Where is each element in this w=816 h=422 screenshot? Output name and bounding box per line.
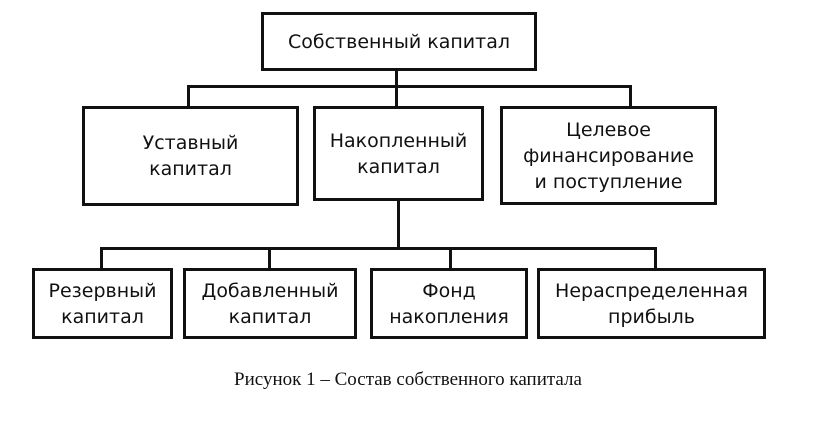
node-added-capital: Добавленный капитал [183,268,357,339]
connector-accumulated-down [397,200,400,249]
node-accumulation-fund: Фонд накопления [370,268,528,339]
node-label: Накопленный капитал [329,129,468,178]
connector-to-charter-capital [187,85,190,107]
connector-root-down [395,70,398,87]
node-label: Резервный капитал [48,279,157,328]
connector-level3-bus [100,247,657,250]
node-accumulated-capital: Накопленный капитал [313,106,484,201]
connector-to-retained-earnings [654,247,657,269]
root-node-label: Собственный капитал [288,30,510,53]
node-label: Добавленный капитал [201,279,339,328]
connector-to-accumulated-capital [395,85,398,107]
connector-level2-bus [187,85,632,88]
connector-to-added-capital [268,247,271,269]
node-label: Нераспределенная прибыль [555,279,748,328]
root-node-own-capital: Собственный капитал [261,12,537,71]
connector-to-reserve-capital [100,247,103,269]
node-reserve-capital: Резервный капитал [32,268,173,339]
node-target-financing: Целевое финансирование и поступление [500,106,717,205]
node-retained-earnings: Нераспределенная прибыль [537,268,766,339]
connector-to-accumulation-fund [449,247,452,269]
node-label: Уставный капитал [142,132,239,180]
node-label: Фонд накопления [389,279,509,328]
figure-caption: Рисунок 1 – Состав собственного капитала [234,369,582,390]
node-label: Целевое финансирование и поступление [523,118,694,193]
node-charter-capital: Уставный капитал [82,106,299,206]
connector-to-target-financing [629,85,632,107]
